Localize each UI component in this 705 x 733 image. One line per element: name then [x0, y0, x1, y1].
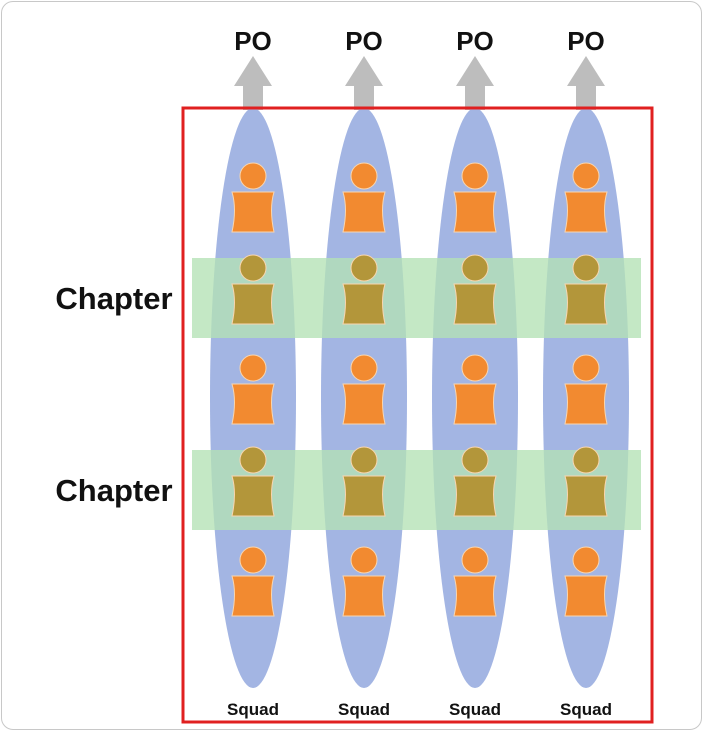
person-icon: [453, 354, 497, 425]
person-icon: [453, 546, 497, 617]
tribe-border: [181, 106, 654, 724]
person-icon: [342, 446, 386, 517]
po-label: PO: [234, 26, 272, 56]
up-arrow-icon: [234, 56, 272, 110]
labels: POSquadPOSquadPOSquadPOSquadChapterChapt…: [55, 26, 612, 719]
person-icon: [231, 446, 275, 517]
person-icon: [231, 354, 275, 425]
po-label: PO: [456, 26, 494, 56]
person-icon: [453, 162, 497, 233]
tribe: [181, 106, 654, 724]
person-icon: [453, 446, 497, 517]
chapter-label: Chapter: [55, 281, 172, 316]
po-label: PO: [567, 26, 605, 56]
person-icon: [564, 254, 608, 325]
squad-label: Squad: [449, 700, 501, 719]
person-icon: [453, 254, 497, 325]
up-arrow-icon: [456, 56, 494, 110]
person-icon: [231, 254, 275, 325]
person-icon: [564, 446, 608, 517]
person-icon: [342, 354, 386, 425]
person-icon: [231, 162, 275, 233]
squad-label: Squad: [560, 700, 612, 719]
members: [231, 162, 608, 617]
person-icon: [342, 546, 386, 617]
person-icon: [564, 162, 608, 233]
chapter-label: Chapter: [55, 473, 172, 508]
po-arrows: [234, 56, 605, 110]
person-icon: [564, 354, 608, 425]
person-icon: [342, 162, 386, 233]
squad-label: Squad: [227, 700, 279, 719]
up-arrow-icon: [567, 56, 605, 110]
chapters: [192, 258, 641, 530]
person-icon: [231, 546, 275, 617]
up-arrow-icon: [345, 56, 383, 110]
squad-label: Squad: [338, 700, 390, 719]
po-label: PO: [345, 26, 383, 56]
person-icon: [342, 254, 386, 325]
person-icon: [564, 546, 608, 617]
